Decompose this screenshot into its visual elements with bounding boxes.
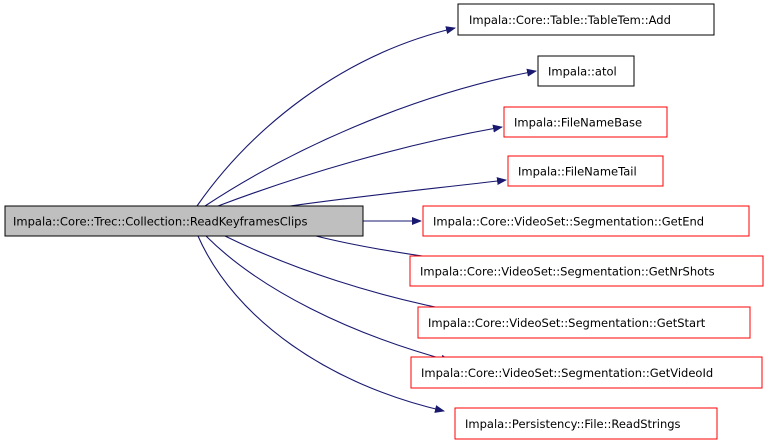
target-node-getend[interactable]: Impala::Core::VideoSet::Segmentation::Ge… — [422, 205, 750, 237]
target-node-box — [454, 407, 718, 440]
source-node-label: Impala::Core::Trec::Collection::ReadKeyf… — [13, 215, 307, 229]
edge-to-filenamebase — [217, 124, 503, 207]
target-node-box — [457, 3, 715, 36]
target-node-label: Impala::atol — [548, 65, 617, 79]
edge-to-getvideoid — [205, 235, 451, 363]
target-node-getvideoid[interactable]: Impala::Core::VideoSet::Segmentation::Ge… — [410, 356, 763, 389]
target-node-label: Impala::Core::Table::TableTem::Add — [469, 13, 671, 27]
edge-to-filenametail — [289, 177, 507, 207]
target-node-getstart[interactable]: Impala::Core::VideoSet::Segmentation::Ge… — [417, 306, 751, 339]
edge-to-atol — [204, 68, 537, 207]
target-node-label: Impala::Core::VideoSet::Segmentation::Ge… — [420, 265, 715, 279]
target-node-readstrings[interactable]: Impala::Persistency::File::ReadStrings — [454, 407, 718, 440]
edge-to-readstrings — [197, 235, 445, 413]
source-node[interactable]: Impala::Core::Trec::Collection::ReadKeyf… — [4, 205, 364, 237]
edge-to-tabletem-add — [196, 26, 456, 207]
target-node-label: Impala::Core::VideoSet::Segmentation::Ge… — [421, 366, 713, 380]
source-node-box — [4, 205, 364, 237]
target-node-atol[interactable]: Impala::atol — [537, 55, 635, 87]
target-node-box — [422, 205, 750, 237]
call-edges — [196, 26, 537, 413]
target-node-box — [537, 55, 635, 87]
target-node-tabletem-add[interactable]: Impala::Core::Table::TableTem::Add — [457, 3, 715, 36]
target-node-box — [409, 255, 764, 287]
target-node-box — [507, 155, 664, 187]
target-node-box — [410, 356, 763, 389]
target-node-label: Impala::Core::VideoSet::Segmentation::Ge… — [428, 316, 706, 330]
target-node-box — [503, 106, 668, 138]
target-node-label: Impala::Core::VideoSet::Segmentation::Ge… — [433, 215, 704, 229]
target-node-filenametail[interactable]: Impala::FileNameTail — [507, 155, 664, 187]
target-node-label: Impala::FileNameTail — [518, 165, 637, 179]
target-node-box — [417, 306, 751, 339]
target-node-filenamebase[interactable]: Impala::FileNameBase — [503, 106, 668, 138]
target-node-getnrshots[interactable]: Impala::Core::VideoSet::Segmentation::Ge… — [409, 255, 764, 287]
target-node-label: Impala::FileNameBase — [514, 116, 642, 130]
target-node-label: Impala::Persistency::File::ReadStrings — [465, 417, 681, 431]
